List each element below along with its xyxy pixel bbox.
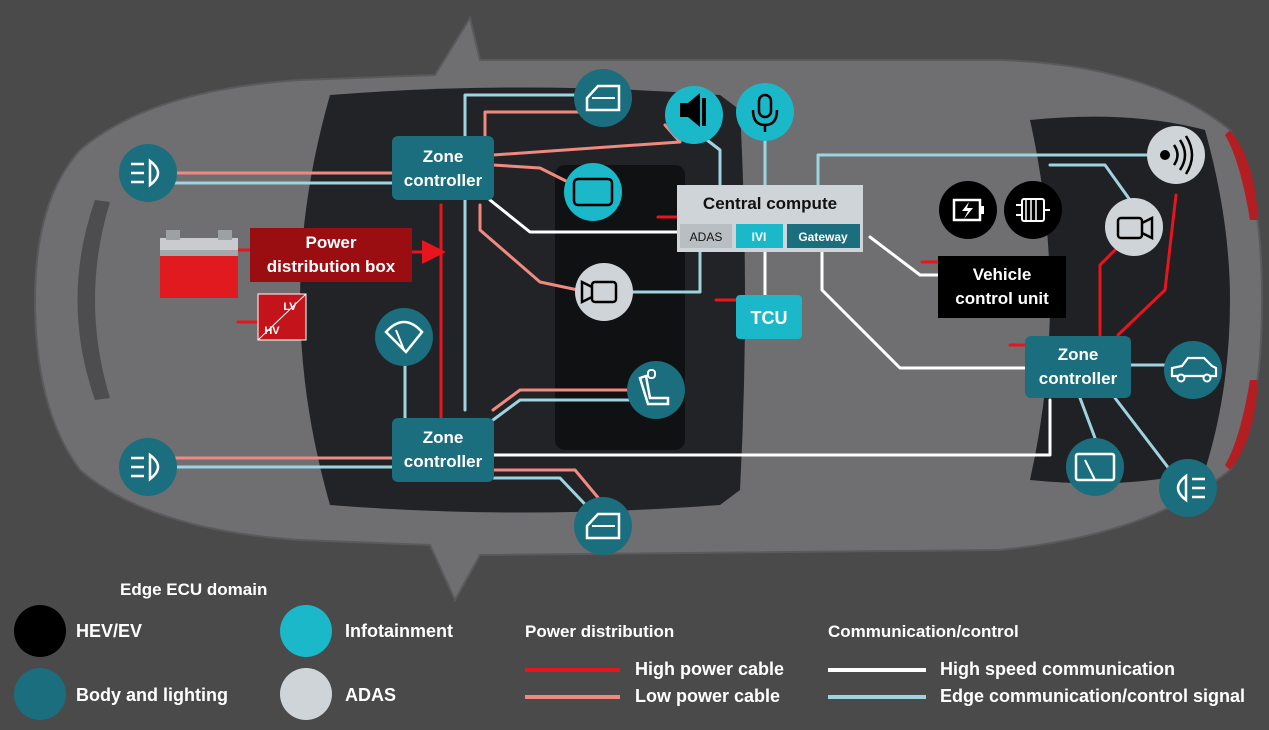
edge-line (1113, 396, 1172, 472)
zone-controller-top-left: Zone controller (392, 136, 494, 200)
edge-line (1078, 396, 1097, 440)
svg-text:distribution box: distribution box (267, 257, 396, 276)
adas-label: ADAS (690, 230, 723, 244)
legend-domain-title: Edge ECU domain (120, 580, 268, 599)
svg-text:LV: LV (283, 301, 297, 313)
speaker-icon (665, 86, 723, 144)
legend-low-power-swatch (525, 695, 620, 699)
edge-line (491, 398, 634, 422)
high-speed-line (820, 250, 1027, 370)
low-power-line (478, 203, 580, 292)
high-speed-line (868, 235, 942, 277)
legend-edge-comm-label: Edge communication/control signal (940, 686, 1246, 706)
car-seat-icon (627, 361, 685, 419)
legend-high-power-swatch (525, 668, 620, 672)
legend-adas-label: ADAS (345, 685, 397, 705)
central-compute: Central compute ADAS IVI Gateway (677, 185, 863, 252)
legend-high-speed-swatch (828, 668, 926, 672)
svg-text:Vehicle: Vehicle (973, 265, 1032, 284)
svg-text:Central compute: Central compute (703, 194, 837, 213)
svg-text:HV: HV (264, 325, 280, 337)
car-door-icon (574, 497, 632, 555)
low-power-line (491, 163, 572, 185)
headlight-icon (119, 144, 177, 202)
windshield-wiper-icon (375, 308, 433, 366)
high-power-line (1116, 193, 1178, 337)
display-screen-icon (564, 163, 622, 221)
power-distribution-box: Power distribution box (250, 228, 412, 282)
svg-text:controller: controller (404, 171, 483, 190)
camera-icon (1105, 198, 1163, 256)
legend-body-label: Body and lighting (76, 685, 228, 705)
low-power-line (491, 388, 634, 412)
svg-text:control unit: control unit (955, 289, 1049, 308)
legend-low-power-label: Low power cable (635, 686, 781, 706)
camera-icon (575, 263, 633, 321)
legend-hev-dot (14, 605, 66, 657)
svg-text:controller: controller (404, 452, 483, 471)
low-power-line (491, 468, 602, 502)
legend-edge-comm-swatch (828, 695, 926, 699)
edge-line (463, 93, 605, 150)
battery-icon (160, 230, 238, 298)
svg-text:Zone: Zone (423, 428, 464, 447)
svg-text:Zone: Zone (1058, 345, 1099, 364)
headlight-icon (1159, 459, 1217, 517)
headlight-icon (119, 438, 177, 496)
legend-high-speed-label: High speed communication (940, 659, 1176, 679)
legend-comm-title: Communication/control (828, 622, 1019, 641)
legend-adas-dot (280, 668, 332, 720)
ev-battery-charge-icon (939, 181, 997, 239)
svg-text:controller: controller (1039, 369, 1118, 388)
legend-high-power-label: High power cable (635, 659, 785, 679)
vehicle-control-unit: Vehicle control unit (938, 256, 1066, 318)
svg-text:Gateway: Gateway (798, 230, 848, 244)
legend-info-dot (280, 605, 332, 657)
car-body (33, 15, 1264, 603)
edge-line (630, 246, 702, 294)
legend-body-dot (14, 668, 66, 720)
microphone-icon (736, 83, 794, 141)
low-power-line (483, 110, 582, 147)
svg-text:Zone: Zone (423, 147, 464, 166)
zone-controller-bottom-left: Zone controller (392, 418, 494, 482)
edge-line (816, 153, 1152, 187)
legend-hev-label: HEV/EV (76, 621, 143, 641)
zone-controller-right: Zone controller (1025, 336, 1131, 398)
high-speed-line (491, 398, 1052, 457)
high-speed-line (488, 198, 682, 234)
svg-text:Power: Power (305, 233, 356, 252)
svg-text:TCU: TCU (751, 308, 788, 328)
rear-wiper-icon (1066, 438, 1124, 496)
tcu-box: TCU (736, 295, 802, 339)
legend-info-label: Infotainment (345, 621, 453, 641)
car-silhouette-icon (1164, 341, 1222, 399)
electric-motor-icon (1004, 181, 1062, 239)
connection-lines (173, 93, 1178, 522)
edge-line (1048, 163, 1132, 202)
car-door-icon (574, 69, 632, 127)
dc-dc-converter-icon: LV HV (257, 293, 307, 341)
high-power-line (1098, 248, 1117, 337)
svg-text:IVI: IVI (752, 230, 767, 244)
radar-sensor-icon (1147, 126, 1205, 184)
legend-power-title: Power distribution (525, 622, 675, 641)
